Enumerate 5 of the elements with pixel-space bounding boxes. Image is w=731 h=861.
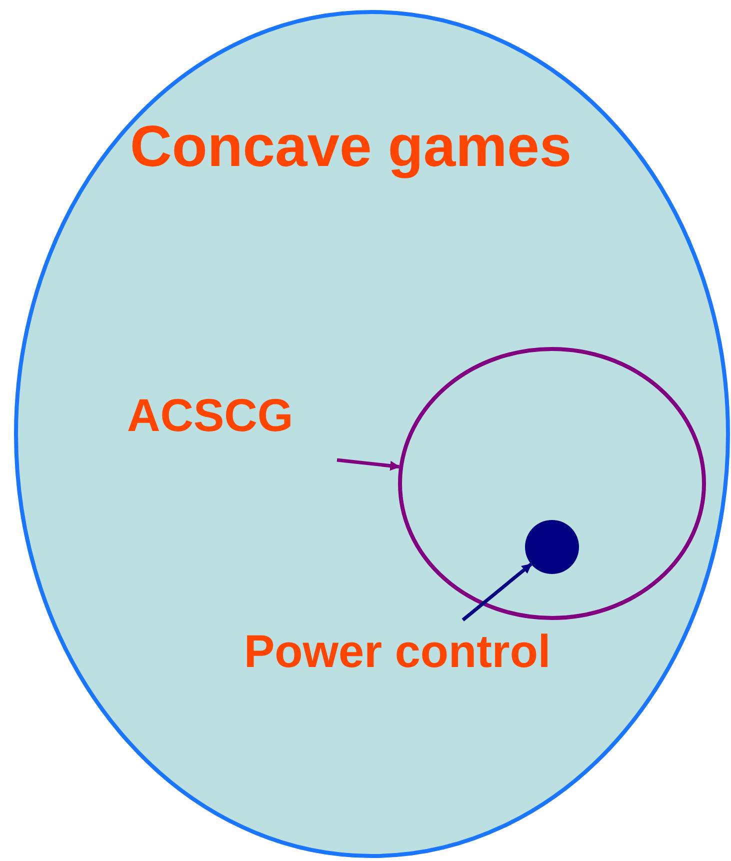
arrow [462,562,532,622]
arrow [336,458,400,471]
set-label: ACSCG [127,392,294,438]
set-label: Power control [244,628,551,674]
set-title: Concave games [130,118,572,176]
